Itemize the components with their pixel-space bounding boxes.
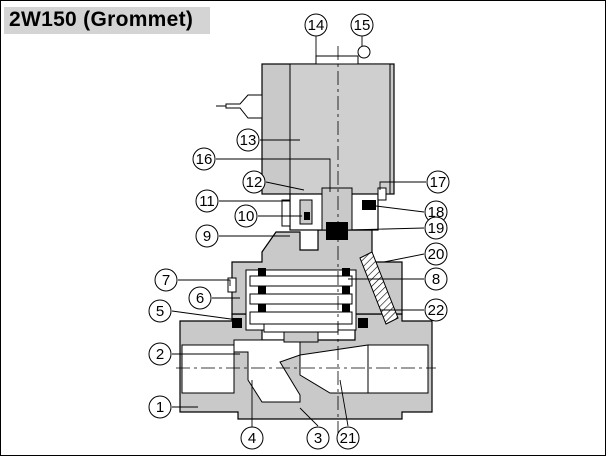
callout-circle — [424, 298, 448, 322]
callout-circle — [424, 216, 448, 240]
diagram-title: 2W150 (Grommet) — [9, 8, 194, 31]
callout-circle — [234, 204, 258, 228]
leader-lines — [171, 36, 426, 428]
callout-15: 15 — [350, 13, 374, 37]
callout-circle — [240, 426, 264, 450]
callout-label: 22 — [428, 302, 445, 319]
callout-circle — [154, 268, 178, 292]
callout-circle — [336, 426, 360, 450]
callout-8: 8 — [424, 267, 448, 291]
callout-circle — [424, 242, 448, 266]
callout-19: 19 — [424, 216, 448, 240]
callout-3: 3 — [306, 426, 330, 450]
side-screw — [227, 277, 237, 293]
callout-circle — [426, 170, 450, 194]
piston-assembly — [232, 268, 368, 343]
callout-6: 6 — [188, 286, 212, 310]
callout-label: 9 — [203, 228, 211, 245]
pilot-passage — [359, 251, 399, 325]
callout-11: 11 — [195, 189, 219, 213]
callout-16: 16 — [192, 147, 216, 171]
callout-7: 7 — [154, 268, 178, 292]
callout-label: 18 — [428, 204, 445, 221]
callout-21: 21 — [336, 426, 360, 450]
callout-label: 15 — [354, 17, 371, 34]
callout-22: 22 — [424, 298, 448, 322]
callout-4: 4 — [240, 426, 264, 450]
callout-label: 6 — [196, 290, 204, 307]
plunger-assembly — [281, 187, 387, 240]
callout-label: 8 — [432, 271, 440, 288]
callout-2: 2 — [148, 342, 172, 366]
callout-18: 18 — [424, 200, 448, 224]
callout-label: 19 — [428, 220, 445, 237]
callout-14: 14 — [304, 13, 328, 37]
callout-circle — [148, 395, 172, 419]
callout-10: 10 — [234, 204, 258, 228]
callout-label: 21 — [340, 430, 357, 447]
callout-label: 5 — [156, 303, 164, 320]
title-box — [4, 7, 210, 34]
callout-circle — [304, 13, 328, 37]
callout-circle — [148, 299, 172, 323]
callout-circle — [195, 189, 219, 213]
callout-circle — [195, 224, 219, 248]
callout-circle — [236, 128, 260, 152]
callout-13: 13 — [236, 128, 260, 152]
callout-circle — [192, 147, 216, 171]
callout-1: 1 — [148, 395, 172, 419]
callout-12: 12 — [242, 170, 266, 194]
callout-5: 5 — [148, 299, 172, 323]
callout-label: 11 — [199, 193, 215, 210]
callout-circle — [424, 267, 448, 291]
callout-label: 4 — [248, 430, 256, 447]
callout-label: 3 — [314, 430, 322, 447]
callout-label: 10 — [238, 208, 255, 225]
callout-label: 12 — [246, 174, 263, 191]
callout-label: 14 — [308, 17, 325, 34]
callout-circle — [188, 286, 212, 310]
callout-circle — [306, 426, 330, 450]
callout-circle — [350, 13, 374, 37]
callout-9: 9 — [195, 224, 219, 248]
callout-label: 17 — [430, 174, 447, 191]
callout-20: 20 — [424, 242, 448, 266]
callout-label: 13 — [240, 132, 257, 149]
solenoid-coil — [216, 45, 395, 195]
callout-label: 2 — [156, 346, 164, 363]
callout-circle — [148, 342, 172, 366]
callout-label: 20 — [428, 246, 445, 263]
callout-label: 1 — [156, 399, 164, 416]
callout-label: 16 — [196, 151, 213, 168]
callout-circle — [242, 170, 266, 194]
callout-17: 17 — [426, 170, 450, 194]
callout-label: 7 — [162, 272, 170, 289]
